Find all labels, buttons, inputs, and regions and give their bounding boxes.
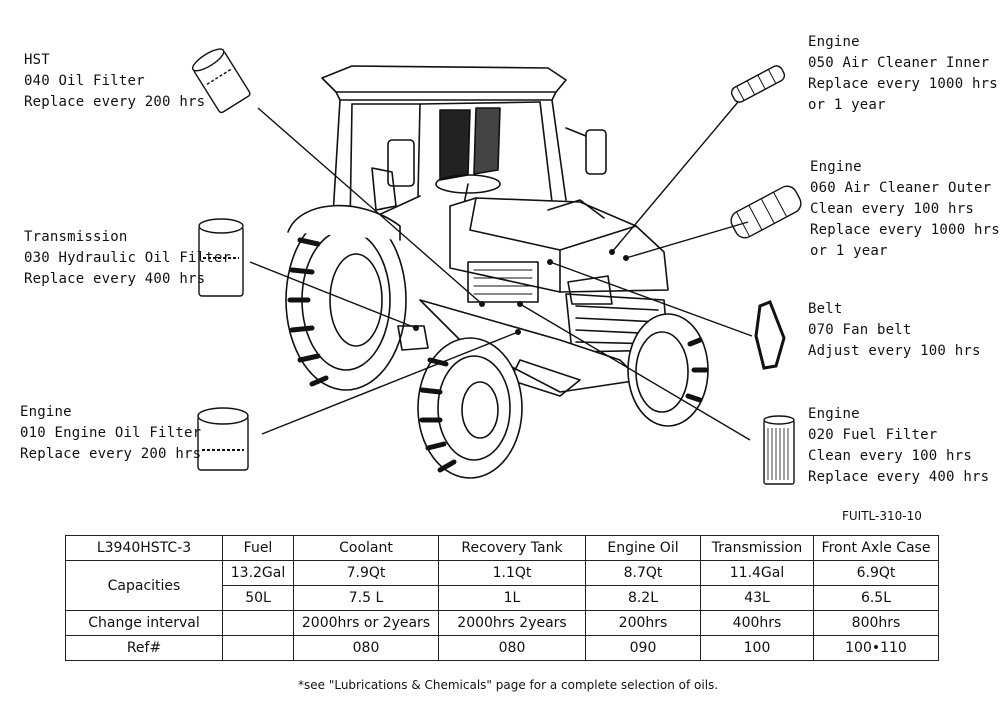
header-transmission: Transmission — [700, 535, 814, 561]
table-cell: 1.1Qt — [438, 560, 586, 586]
engine-oil-filter-icon — [197, 407, 249, 471]
table-cell: 7.9Qt — [293, 560, 439, 586]
callout-line: or 1 year — [808, 97, 886, 113]
ref-label: Ref# — [65, 635, 223, 661]
table-cell: 11.4Gal — [700, 560, 814, 586]
header-fuel: Fuel — [222, 535, 294, 561]
table-header-row: L3940HSTC-3 Fuel Coolant Recovery Tank E… — [65, 535, 939, 561]
table-cell: 6.9Qt — [813, 560, 939, 586]
table-cell: 400hrs — [700, 610, 814, 636]
table-cell — [222, 610, 294, 636]
callout-line: Engine — [808, 34, 860, 50]
table-cell: 7.5 L — [293, 585, 439, 611]
callout-line: Replace every 1000 hrs — [808, 76, 998, 92]
callout-transmission-filter: Transmission 030 Hydraulic Oil Filter Re… — [24, 227, 231, 290]
callout-air-cleaner-outer: Engine 060 Air Cleaner Outer Clean every… — [810, 157, 1000, 262]
hst-oil-filter-icon — [191, 48, 251, 114]
header-recovery-tank: Recovery Tank — [438, 535, 586, 561]
callout-line: Clean every 100 hrs — [810, 201, 974, 217]
table-cell: 8.7Qt — [585, 560, 701, 586]
callout-line: or 1 year — [810, 243, 888, 259]
left-mirror — [387, 139, 415, 187]
hood — [449, 197, 669, 293]
callout-line: Replace every 200 hrs — [24, 94, 206, 110]
callout-line: 030 Hydraulic Oil Filter — [24, 250, 232, 266]
table-row: Change interval 2000hrs or 2years 2000hr… — [65, 610, 939, 636]
table-cell: 800hrs — [813, 610, 939, 636]
callout-fuel-filter: Engine 020 Fuel Filter Clean every 100 h… — [808, 404, 989, 488]
capacities-table: L3940HSTC-3 Fuel Coolant Recovery Tank E… — [65, 535, 939, 661]
header-coolant: Coolant — [293, 535, 439, 561]
table-cell: 1L — [438, 585, 586, 611]
cab-frame — [331, 99, 567, 233]
callout-air-cleaner-inner: Engine 050 Air Cleaner Inner Replace eve… — [808, 32, 998, 116]
leader-air-outer — [625, 221, 749, 259]
table-cell: 2000hrs 2years — [438, 610, 586, 636]
table-row: 50L 7.5 L 1L 8.2L 43L 6.5L — [66, 585, 939, 611]
callout-hst-oil-filter: HST 040 Oil Filter Replace every 200 hrs — [24, 50, 205, 113]
leader-belt — [549, 261, 753, 337]
table-cell: 50L — [222, 585, 294, 611]
callout-line: 050 Air Cleaner Inner — [808, 55, 990, 71]
callout-line: 020 Fuel Filter — [808, 427, 938, 443]
callout-line: HST — [24, 52, 50, 68]
table-cell: 080 — [293, 635, 439, 661]
callout-line: Belt — [808, 301, 843, 317]
air-cleaner-outer-icon — [730, 185, 802, 239]
table-cell: 090 — [585, 635, 701, 661]
callout-line: Replace every 400 hrs — [808, 469, 990, 485]
table-cell: 100•110 — [813, 635, 939, 661]
footnote: *see "Lubrications & Chemicals" page for… — [298, 678, 719, 692]
leader-engine-oil — [261, 331, 519, 435]
table-cell: 100 — [700, 635, 814, 661]
callout-line: Engine — [20, 404, 72, 420]
table-cell: 8.2L — [585, 585, 701, 611]
callout-line: Replace every 200 hrs — [20, 446, 202, 462]
header-engine-oil: Engine Oil — [585, 535, 701, 561]
leader-fuel — [519, 303, 751, 441]
table-cell: 080 — [438, 635, 586, 661]
hydraulic-oil-filter-icon — [198, 218, 244, 297]
callout-line: 070 Fan belt — [808, 322, 912, 338]
table-row: Ref# 080 080 090 100 100•110 — [65, 635, 939, 661]
callout-engine-oil-filter: Engine 010 Engine Oil Filter Replace eve… — [20, 402, 201, 465]
table-cell: 13.2Gal — [222, 560, 294, 586]
callout-line: Replace every 1000 hrs — [810, 222, 1000, 238]
callout-line: Adjust every 100 hrs — [808, 343, 981, 359]
callout-line: 010 Engine Oil Filter — [20, 425, 202, 441]
fuel-filter-icon — [763, 415, 795, 485]
leader-transmission — [249, 261, 417, 329]
table-cell — [222, 635, 294, 661]
leader-hst — [257, 107, 483, 305]
table-cell: 200hrs — [585, 610, 701, 636]
callout-line: 060 Air Cleaner Outer — [810, 180, 992, 196]
tractor-diagram — [191, 48, 802, 485]
fan-belt-icon — [754, 300, 786, 370]
table-cell: 6.5L — [813, 585, 939, 611]
header-front-axle-case: Front Axle Case — [813, 535, 939, 561]
cab-roof — [321, 65, 567, 93]
table-cell: 43L — [700, 585, 814, 611]
right-mirror — [585, 129, 607, 175]
callout-line: 040 Oil Filter — [24, 73, 145, 89]
model-cell: L3940HSTC-3 — [65, 535, 223, 561]
leader-air-inner — [611, 101, 739, 253]
change-interval-label: Change interval — [65, 610, 223, 636]
callout-fan-belt: Belt 070 Fan belt Adjust every 100 hrs — [808, 299, 981, 362]
steering-wheel — [435, 174, 501, 194]
figure-code: FUITL-310-10 — [842, 509, 922, 523]
callout-line: Transmission — [24, 229, 128, 245]
callout-line: Replace every 400 hrs — [24, 271, 206, 287]
callout-line: Clean every 100 hrs — [808, 448, 972, 464]
table-cell: 2000hrs or 2years — [293, 610, 439, 636]
capacities-label: Capacities — [65, 560, 223, 611]
callout-line: Engine — [810, 159, 862, 175]
callout-line: Engine — [808, 406, 860, 422]
air-cleaner-inner-icon — [730, 65, 786, 103]
table-row: Capacities 13.2Gal 7.9Qt 1.1Qt 8.7Qt 11.… — [65, 560, 939, 611]
